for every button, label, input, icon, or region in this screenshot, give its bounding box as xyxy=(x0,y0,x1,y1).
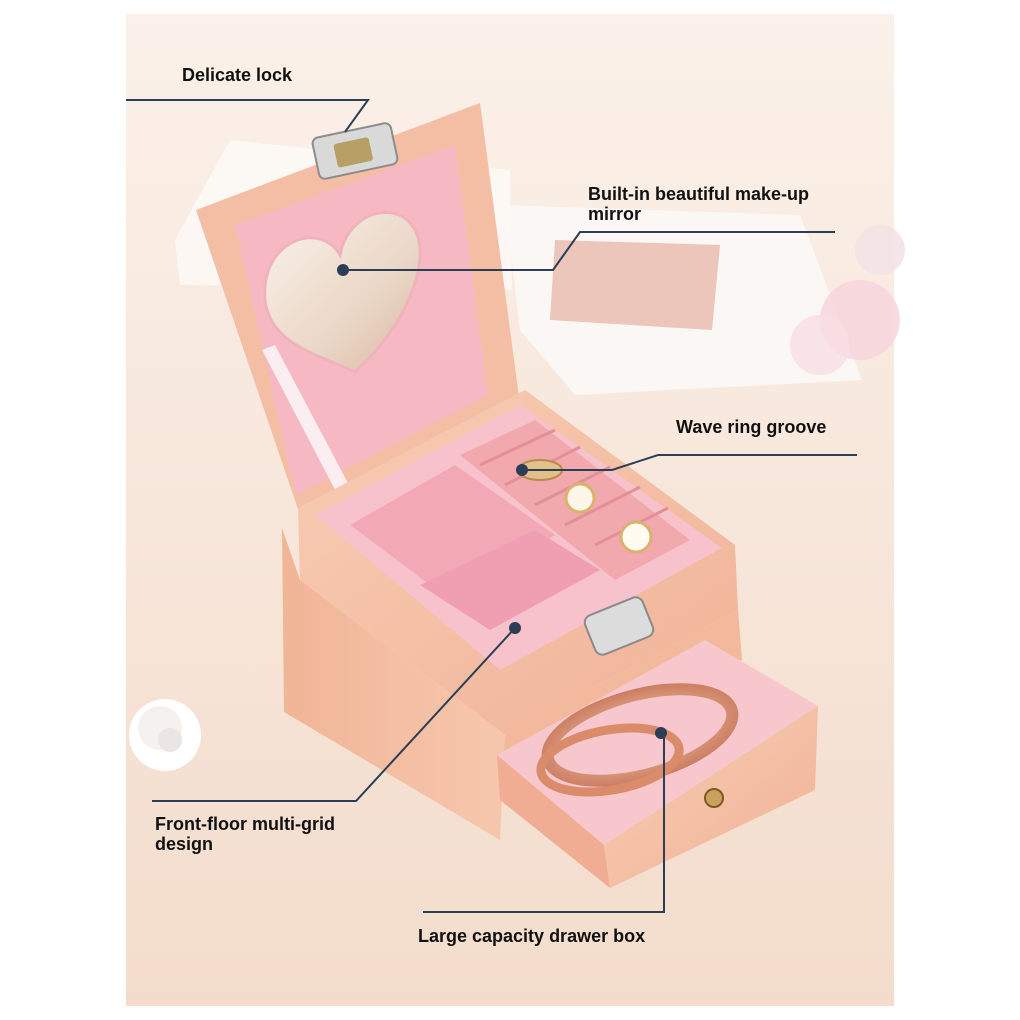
label-mirror-line1: Built-in beautiful make-up xyxy=(588,184,810,204)
drawer-knob xyxy=(704,788,724,808)
white-rose xyxy=(129,699,201,771)
label-mirror-line2: mirror xyxy=(588,204,642,224)
label-multigrid-line2: design xyxy=(155,834,214,854)
label-delicate-lock: Delicate lock xyxy=(182,65,293,85)
compartment-small xyxy=(420,530,600,630)
label-multigrid-line1: Front-floor multi-grid xyxy=(155,814,335,834)
label-drawer-box: Large capacity drawer box xyxy=(418,926,646,946)
lock-clasp-front xyxy=(583,596,655,656)
label-multigrid: Front-floor multi-grid design xyxy=(155,814,335,854)
label-wave-ring-groove: Wave ring groove xyxy=(676,417,827,437)
lock-clasp-lid xyxy=(311,122,399,180)
label-mirror: Built-in beautiful make-up mirror xyxy=(588,184,809,224)
